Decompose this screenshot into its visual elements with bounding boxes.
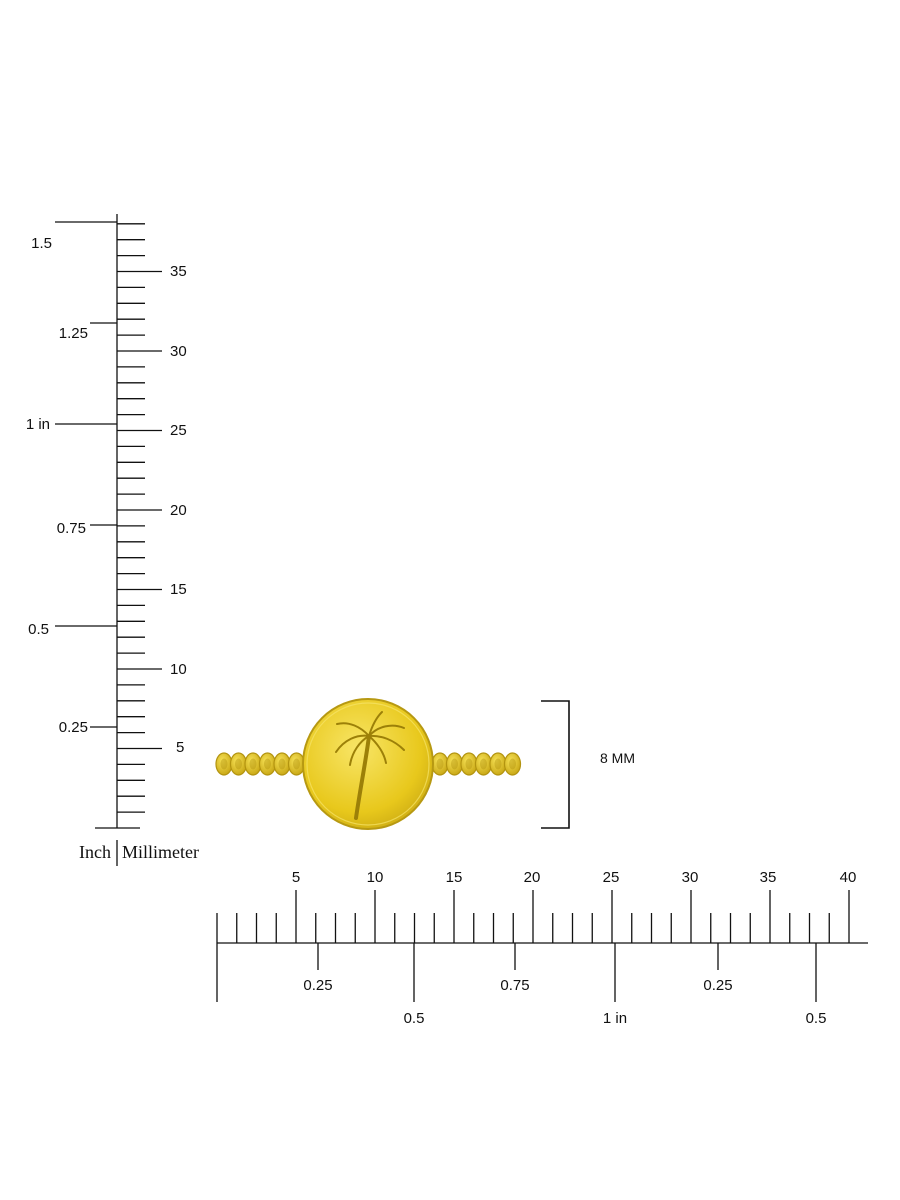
v-inch-label: 0.25 xyxy=(59,719,88,736)
ring-bead xyxy=(503,752,522,776)
ring-bead-hole xyxy=(465,758,473,770)
v-mm-label: 10 xyxy=(170,661,187,678)
horizontal-inch-labels: 0.25 0.75 0.25 0.5 1 in 0.5 xyxy=(303,977,826,1027)
h-inch-label: 0.25 xyxy=(303,977,332,994)
v-inch-label: 1.25 xyxy=(59,325,88,342)
signet-disc xyxy=(302,698,434,830)
ring-bead-hole xyxy=(293,758,300,770)
ring-bead-hole xyxy=(249,758,257,770)
v-mm-label: 5 xyxy=(176,739,184,756)
ring-bead-hole xyxy=(220,758,228,770)
h-mm-label: 25 xyxy=(603,869,620,886)
ring-bead-hole xyxy=(509,758,516,770)
vertical-inch-ticks xyxy=(55,221,117,728)
ring-image xyxy=(215,698,522,830)
ring-bead-hole xyxy=(235,758,242,770)
v-inch-label: 0.75 xyxy=(57,520,86,537)
h-inch-label: 0.5 xyxy=(404,1010,425,1027)
ring-bead-hole xyxy=(278,758,286,770)
horizontal-inch-ticks xyxy=(317,943,817,1002)
h-inch-label: 0.25 xyxy=(703,977,732,994)
v-mm-label: 15 xyxy=(170,581,187,598)
beaded-band xyxy=(215,752,522,776)
horizontal-mm-labels: 5 10 15 20 25 30 35 40 xyxy=(292,869,857,886)
height-dimension-bracket xyxy=(541,700,570,829)
h-mm-label: 40 xyxy=(840,869,857,886)
h-mm-label: 10 xyxy=(367,869,384,886)
vertical-mm-ticks xyxy=(117,223,162,813)
vertical-ruler xyxy=(55,214,162,866)
v-inch-label: 0.5 xyxy=(28,621,49,638)
horizontal-ruler xyxy=(216,890,868,1002)
ring-bead-hole xyxy=(480,758,487,770)
vertical-ruler-mm-caption: Millimeter xyxy=(122,842,199,862)
ring-bead-hole xyxy=(451,758,458,770)
horizontal-mm-ticks xyxy=(236,890,850,943)
h-mm-label: 15 xyxy=(446,869,463,886)
height-dimension-label: 8 MM xyxy=(600,750,635,766)
h-inch-label: 1 in xyxy=(603,1010,627,1027)
v-inch-label: 1 in xyxy=(26,416,50,433)
ring-bead-hole xyxy=(436,758,444,770)
ring-bead-hole xyxy=(264,758,271,770)
h-mm-label: 20 xyxy=(524,869,541,886)
vertical-mm-labels: 5 10 15 20 25 30 35 xyxy=(170,263,187,756)
v-mm-label: 25 xyxy=(170,422,187,439)
h-mm-label: 35 xyxy=(760,869,777,886)
v-inch-label: 1.5 xyxy=(31,235,52,252)
v-mm-label: 35 xyxy=(170,263,187,280)
vertical-ruler-inch-caption: Inch xyxy=(79,842,111,862)
vertical-inch-labels: 0.25 0.5 0.75 1 in 1.25 1.5 xyxy=(26,235,88,736)
h-inch-label: 0.5 xyxy=(806,1010,827,1027)
v-mm-label: 30 xyxy=(170,343,187,360)
ring-bead-hole xyxy=(494,758,502,770)
h-mm-label: 5 xyxy=(292,869,300,886)
h-mm-label: 30 xyxy=(682,869,699,886)
palm-tree-engraving xyxy=(335,711,405,820)
v-mm-label: 20 xyxy=(170,502,187,519)
h-inch-label: 0.75 xyxy=(500,977,529,994)
